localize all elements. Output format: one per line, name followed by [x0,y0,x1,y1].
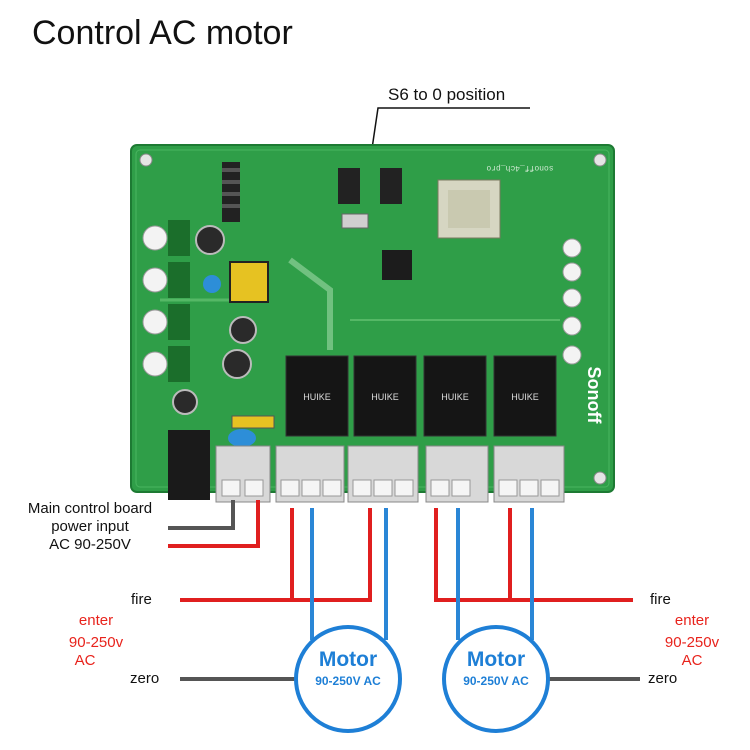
ac-text: AC [74,652,96,669]
zero-label-right: zero [648,670,678,687]
s6-callout-label: S6 to 0 position [388,85,506,104]
enter-label-left: enter 90-250v AC [48,612,144,670]
mount-hole [139,153,153,167]
board-leds-right [562,238,582,365]
fire-wire-right [434,508,633,602]
fire-wire-left [180,508,372,602]
motor-circle-left [294,625,402,733]
power-input-line1: Main control board [27,500,153,517]
rf-coil [222,162,240,222]
transformer [229,261,269,303]
board-buttons-left [142,220,190,382]
motor-title: Motor [318,648,378,671]
capacitor-blue [203,275,221,293]
motor-circle-right [442,625,550,733]
relay-text: HUIKE [441,392,469,402]
dc-jack [168,430,210,500]
mount-hole [593,153,607,167]
pcb-board: HUIKE HUIKE HUIKE HUIKE Sonoff sonoff_4c… [130,144,615,503]
power-input-wire-red [168,500,260,548]
capacitor [229,316,257,344]
relay-text: HUIKE [371,392,399,402]
board-brand: Sonoff [584,367,604,425]
dip-switch [338,168,360,204]
enter-text: enter [78,612,114,629]
power-input-line3: AC 90-250V [49,536,131,553]
relay-text: HUIKE [303,392,331,402]
silkscreen-text: sonoff_4ch_pro [486,163,553,172]
power-input-label: Main control board power input AC 90-250… [10,500,170,554]
power-input-wire-grey [168,500,235,530]
capacitor [195,225,225,255]
mcu-chip [382,250,412,280]
terminal-blocks [215,445,565,503]
ac-text: AC [681,652,703,669]
motor-rating: 90-250V AC [463,674,529,688]
motor-title: Motor [466,648,526,671]
enter-text: enter [674,612,710,629]
fire-label-right: fire [650,591,671,608]
relays: HUIKE HUIKE HUIKE HUIKE [285,355,557,437]
capacitor [222,349,252,379]
voltage-range: 90-250v [68,634,124,651]
page-title: Control AC motor [32,14,293,52]
motor-right: Motor 90-250V AC [444,648,548,688]
fire-label-left: fire [131,591,152,608]
power-input-line2: power input [51,518,129,535]
motor-left: Motor 90-250V AC [296,648,400,688]
mount-hole [593,471,607,485]
relay-text: HUIKE [511,392,539,402]
enter-label-right: enter 90-250v AC [644,612,740,670]
wifi-module [437,179,501,239]
s6-switch [341,213,369,229]
motor-rating: 90-250V AC [315,674,381,688]
voltage-range: 90-250v [664,634,720,651]
capacitor [172,389,198,415]
zero-label-left: zero [130,670,160,687]
dip-switch [380,168,402,204]
